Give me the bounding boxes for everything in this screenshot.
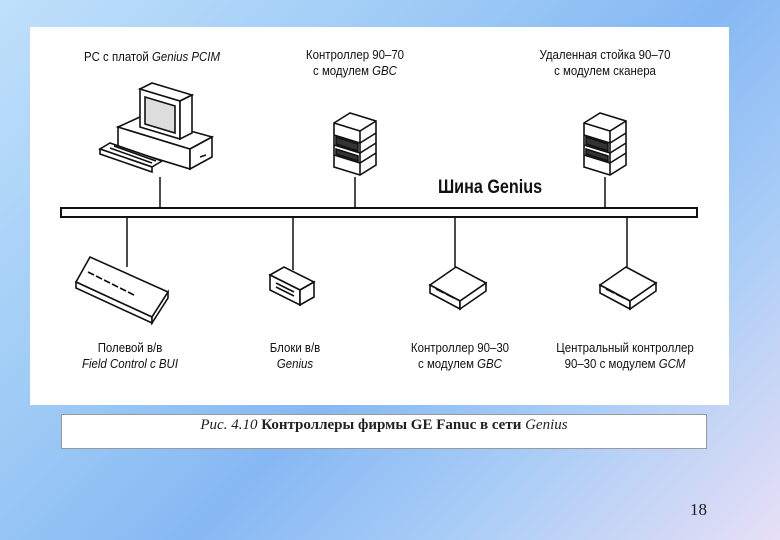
label-central-controller-line1: Центральный контроллер bbox=[556, 340, 694, 355]
caption-box: Рис. 4.10 Контроллеры фирмы GE Fanuc в с… bbox=[61, 414, 707, 449]
bus-label: Шина Genius bbox=[437, 177, 543, 198]
label-io-blocks-line2: Genius bbox=[276, 356, 314, 371]
pc-icon bbox=[98, 82, 215, 174]
label-controller-9070-line2-italic: GBC bbox=[368, 63, 397, 78]
controller-9030-icon bbox=[428, 266, 488, 311]
label-pc: PC с платой Genius PCIM bbox=[73, 49, 231, 65]
label-field-control-line2: Field Control с BUI bbox=[81, 356, 179, 371]
genius-bus bbox=[60, 207, 698, 218]
page-number: 18 bbox=[690, 500, 707, 519]
caption-prefix: Рис. 4.10 bbox=[200, 417, 262, 433]
label-remote-rack: Удаленная стойка 90–70 с модулем сканера bbox=[530, 47, 680, 79]
caption-title: Контроллеры фирмы GE Fanuc в сети bbox=[261, 417, 526, 433]
field-control-icon bbox=[74, 255, 170, 326]
diagram-graphics bbox=[60, 82, 698, 326]
remote-rack-icon bbox=[583, 112, 627, 176]
label-io-blocks-line1: Блоки в/в bbox=[269, 340, 321, 355]
label-controller-9030: Контроллер 90–30 с модулем GBC bbox=[403, 340, 517, 372]
label-io-blocks: Блоки в/в Genius bbox=[251, 340, 339, 372]
label-controller-9070: Контроллер 90–70 с модулем GBC bbox=[289, 47, 421, 79]
label-controller-9030-line2: с модулем bbox=[418, 356, 474, 371]
label-field-control: Полевой в/в Field Control с BUI bbox=[68, 340, 191, 372]
label-central-controller-line2-italic: GCM bbox=[655, 356, 686, 371]
label-remote-rack-line2: с модулем сканера bbox=[554, 63, 656, 78]
label-central-controller: Центральный контроллер 90–30 с модулем G… bbox=[550, 340, 700, 372]
figure-caption: Рис. 4.10 Контроллеры фирмы GE Fanuc в с… bbox=[62, 417, 706, 434]
io-blocks-icon bbox=[268, 266, 316, 307]
central-controller-icon bbox=[598, 266, 658, 311]
caption-network: Genius bbox=[525, 417, 568, 433]
controller-9070-icon bbox=[333, 112, 377, 176]
label-central-controller-line2: 90–30 с модулем bbox=[564, 356, 656, 371]
label-controller-9070-line2: с модулем bbox=[313, 63, 369, 78]
label-remote-rack-line1: Удаленная стойка 90–70 bbox=[539, 47, 671, 62]
label-field-control-line1: Полевой в/в bbox=[97, 340, 163, 355]
label-pc-line1-italic: Genius PCIM bbox=[148, 49, 221, 64]
label-controller-9030-line1: Контроллер 90–30 bbox=[410, 340, 510, 355]
network-diagram: Шина Genius PC с платой Genius PCIM Конт… bbox=[30, 27, 729, 405]
label-pc-line1: PC с платой bbox=[83, 49, 149, 64]
label-controller-9030-line2-italic: GBC bbox=[473, 356, 502, 371]
label-controller-9070-line1: Контроллер 90–70 bbox=[305, 47, 405, 62]
